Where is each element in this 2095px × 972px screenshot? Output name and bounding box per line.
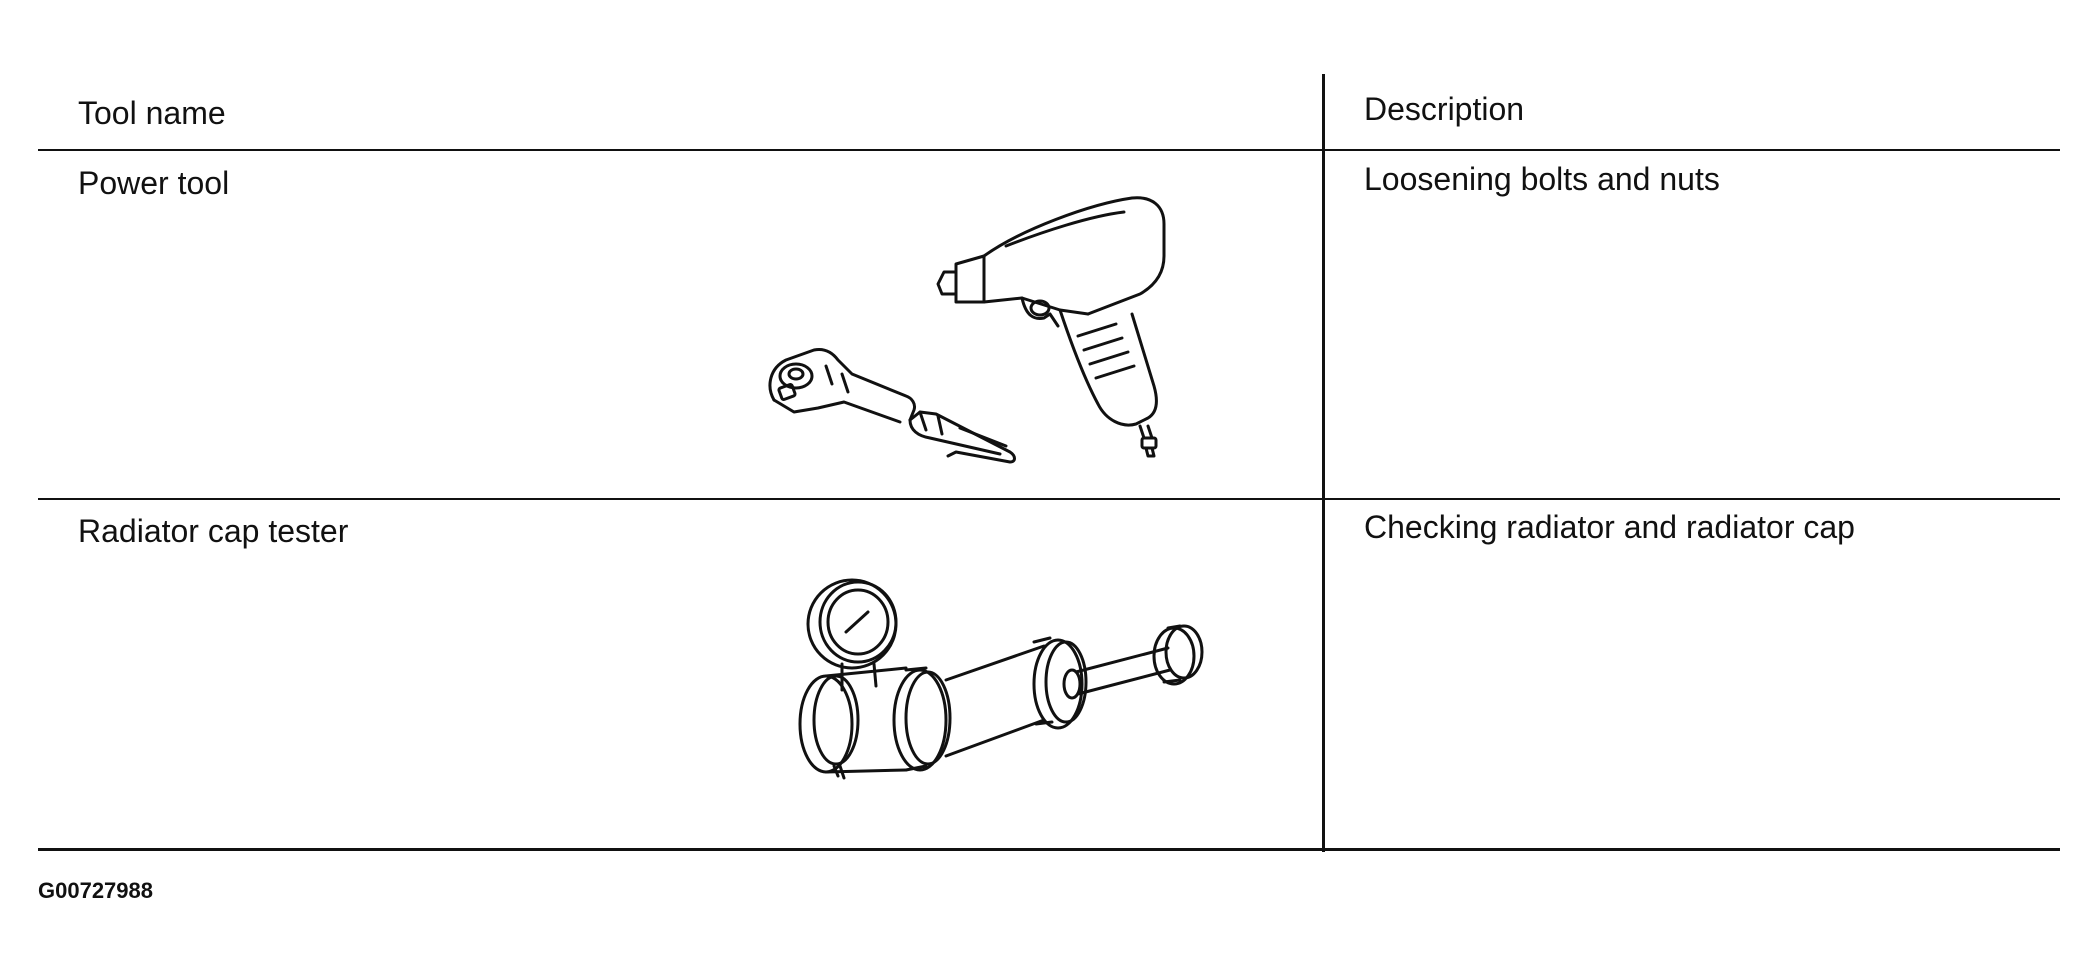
description-cell: Checking radiator and radiator cap bbox=[1364, 509, 1855, 545]
header-tool-name: Tool name bbox=[78, 95, 226, 131]
tool-name-cell: Power tool bbox=[78, 165, 230, 201]
header-description: Description bbox=[1364, 91, 1525, 127]
description-cell: Loosening bolts and nuts bbox=[1364, 161, 1720, 197]
table-bottom-rule bbox=[38, 848, 2060, 851]
air-ratchet-icon bbox=[768, 348, 1016, 464]
column-divider bbox=[1322, 74, 1325, 852]
tool-name-cell: Radiator cap tester bbox=[78, 513, 349, 549]
figure-id: G00727988 bbox=[38, 878, 153, 903]
power-tool-icon bbox=[760, 190, 1210, 464]
radiator-cap-tester-icon bbox=[796, 572, 1216, 782]
header-rule bbox=[38, 149, 2060, 151]
row-divider bbox=[38, 498, 2060, 500]
impact-wrench-icon bbox=[936, 196, 1166, 458]
